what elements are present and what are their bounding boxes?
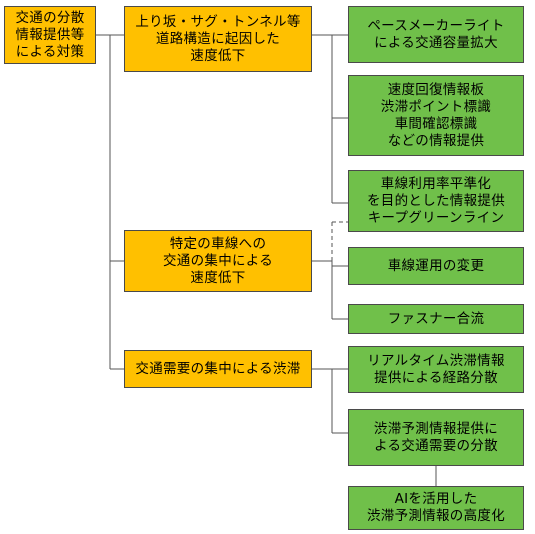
measure-box-2: 速度回復情報板 渋滞ポイント標識 車間確認標識 などの情報提供 (348, 75, 524, 156)
measure-box-3: 車線利用率平準化 を目的とした情報提供 キープグリーンライン (348, 170, 524, 232)
measure-box-6: リアルタイム渋滞情報 提供による経路分散 (348, 346, 524, 393)
cause-box-1: 上り坂・サグ・トンネル等 道路構造に起因した 速度低下 (124, 6, 312, 72)
measure-box-5: ファスナー合流 (348, 304, 524, 334)
cause-box-2: 特定の車線への 交通の集中による 速度低下 (124, 230, 312, 292)
cause-box-3: 交通需要の集中による渋滞 (124, 350, 312, 388)
root-box: 交通の分散 情報提供等 による対策 (4, 6, 96, 64)
measure-box-8: AIを活用した 渋滞予測情報の高度化 (348, 486, 524, 530)
measure-box-1: ペースメーカーライト による交通容量拡大 (348, 6, 524, 63)
measure-box-7: 渋滞予測情報提供に よる交通需要の分散 (348, 409, 524, 466)
measure-box-4: 車線運用の変更 (348, 247, 524, 285)
